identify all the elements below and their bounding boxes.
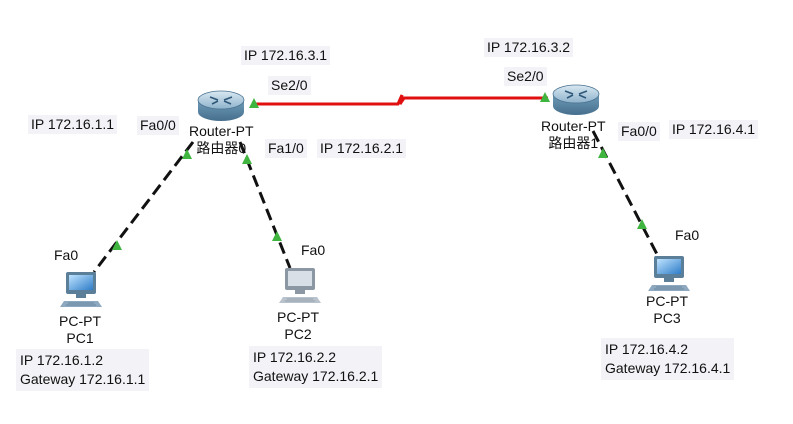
router-icon[interactable] xyxy=(552,84,600,115)
ip-label-r0-fa00: IP 172.16.1.1 xyxy=(28,115,118,134)
link-up-triangle-icon xyxy=(182,149,192,159)
router-0-caption: Router-PT 路由器0 xyxy=(189,123,254,157)
pc-icon[interactable] xyxy=(60,272,102,307)
port-label-r0-se20: Se2/0 xyxy=(268,76,311,95)
port-label-r0-fa00: Fa0/0 xyxy=(137,116,179,135)
pc-gateway: Gateway 172.16.1.1 xyxy=(20,371,146,387)
pc3-caption: PC-PT PC3 xyxy=(646,293,688,327)
pc2-caption: PC-PT PC2 xyxy=(277,309,319,343)
router-name: 路由器0 xyxy=(196,140,247,156)
pc3-info-box: IP 172.16.4.2 Gateway 172.16.4.1 xyxy=(601,338,735,380)
ip-label-r0-fa10: IP 172.16.2.1 xyxy=(317,139,407,158)
router-1-caption: Router-PT 路由器1 xyxy=(541,118,606,152)
link-up-triangles xyxy=(112,92,647,250)
pc-name: PC1 xyxy=(66,330,94,346)
ip-label-r0-se20: IP 172.16.3.1 xyxy=(241,46,331,65)
ip-label-r1-fa00: IP 172.16.4.1 xyxy=(669,120,759,139)
pc-ip: IP 172.16.1.2 xyxy=(20,352,104,368)
pc-type: PC-PT xyxy=(646,293,688,309)
pc-ip: IP 172.16.2.2 xyxy=(253,349,337,365)
router-icon[interactable] xyxy=(197,90,245,121)
port-label-pc3: Fa0 xyxy=(675,227,700,243)
pc-gateway: Gateway 172.16.2.1 xyxy=(253,368,379,384)
pc-type: PC-PT xyxy=(59,313,101,329)
router-type: Router-PT xyxy=(541,118,606,134)
ethernet-link-pc1[interactable] xyxy=(92,141,195,273)
link-up-triangle-icon xyxy=(112,240,122,250)
serial-link[interactable] xyxy=(255,94,548,106)
port-label-r0-fa10: Fa1/0 xyxy=(265,139,307,158)
port-label-r1-fa00: Fa0/0 xyxy=(618,122,660,141)
pc-icon[interactable] xyxy=(279,268,321,303)
ip-label-r1-se20: IP 172.16.3.2 xyxy=(484,38,574,57)
link-up-triangle-icon xyxy=(272,231,282,241)
router-type: Router-PT xyxy=(189,123,254,139)
link-up-triangle-icon xyxy=(598,148,608,158)
port-label-r1-se20: Se2/0 xyxy=(504,67,547,86)
link-up-triangle-icon xyxy=(637,219,647,229)
port-label-pc1: Fa0 xyxy=(54,247,79,263)
port-label-pc2: Fa0 xyxy=(301,242,326,258)
link-up-triangle-icon xyxy=(242,154,252,164)
pc-ip: IP 172.16.4.2 xyxy=(605,341,689,357)
link-up-triangle-icon xyxy=(540,92,550,102)
router-name: 路由器1 xyxy=(548,135,599,151)
pc2-info-box: IP 172.16.2.2 Gateway 172.16.2.1 xyxy=(249,346,383,388)
pc-name: PC3 xyxy=(653,310,681,326)
link-up-triangle-icon xyxy=(249,98,259,108)
pc1-caption: PC-PT PC1 xyxy=(59,313,101,347)
pc-icon[interactable] xyxy=(648,256,690,291)
pc1-info-box: IP 172.16.1.2 Gateway 172.16.1.1 xyxy=(16,349,150,391)
pc-name: PC2 xyxy=(284,326,312,342)
pc-type: PC-PT xyxy=(277,309,319,325)
pc-gateway: Gateway 172.16.4.1 xyxy=(605,360,731,376)
